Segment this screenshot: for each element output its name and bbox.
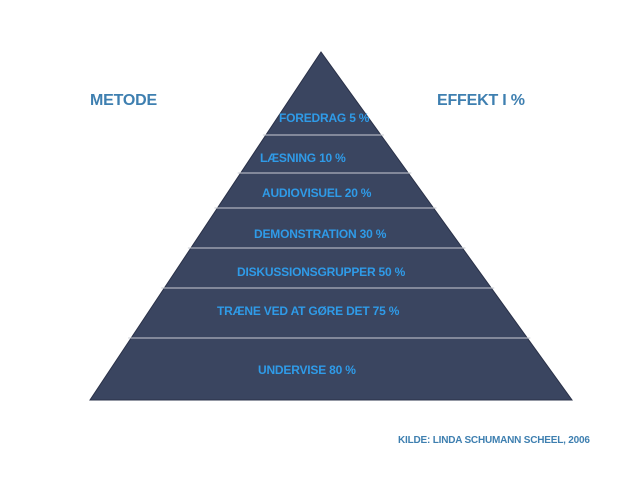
level-label-undervise: UNDERVISE 80 % bbox=[258, 363, 356, 377]
level-label-foredrag: FOREDRAG 5 % bbox=[279, 111, 370, 125]
level-label-diskussionsgrupper: DISKUSSIONSGRUPPER 50 % bbox=[237, 265, 406, 279]
level-label-audiovisuel: AUDIOVISUEL 20 % bbox=[262, 186, 372, 200]
level-label-traene-ved-at-goere-det: TRÆNE VED AT GØRE DET 75 % bbox=[217, 304, 400, 318]
effect-header: EFFEKT I % bbox=[437, 92, 525, 109]
source-citation: KILDE: LINDA SCHUMANN SCHEEL, 2006 bbox=[398, 435, 590, 446]
pyramid-body bbox=[89, 51, 573, 401]
method-header: METODE bbox=[90, 92, 157, 109]
level-label-laesning: LÆSNING 10 % bbox=[260, 151, 346, 165]
level-label-demonstration: DEMONSTRATION 30 % bbox=[254, 227, 387, 241]
